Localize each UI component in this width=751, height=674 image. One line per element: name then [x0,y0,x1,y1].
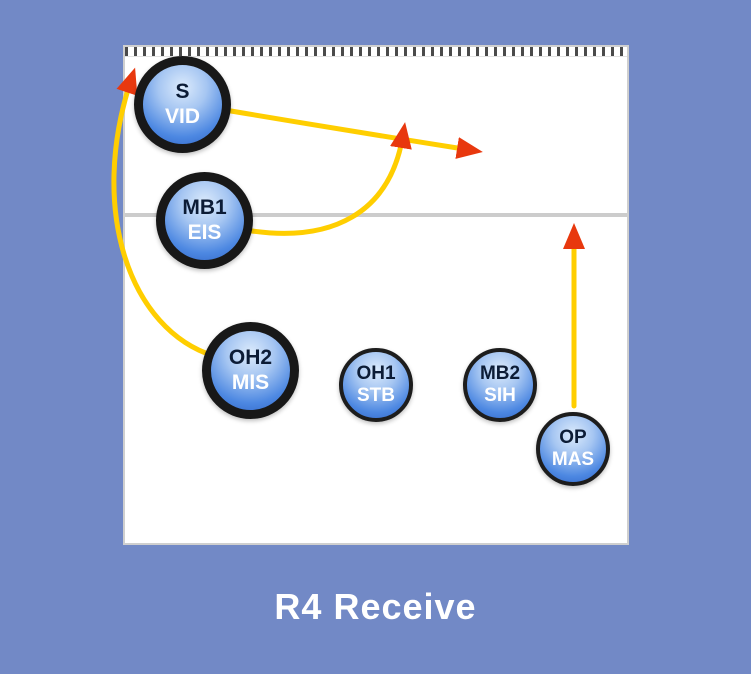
player-name-label: MIS [231,370,270,394]
player-mb2[interactable]: MB2 SIH [463,348,537,422]
player-mb1[interactable]: MB1 EIS [156,172,253,269]
player-role-label: S [175,80,190,104]
player-role-label: OH2 [228,346,273,370]
player-name-label: VID [164,104,200,128]
player-oh2[interactable]: OH2 MIS [202,322,299,419]
player-name-label: EIS [187,220,222,244]
diagram-title: R4 Receive [274,586,477,627]
player-op[interactable]: OP MAS [536,412,610,486]
player-role-label: MB2 [479,363,521,385]
player-s[interactable]: S VID [134,56,231,153]
player-name-label: MAS [551,449,595,470]
player-role-label: OP [559,427,587,449]
player-role-label: MB1 [182,196,227,220]
player-name-label: SIH [484,385,516,406]
net-line [125,47,627,57]
player-oh1[interactable]: OH1 STB [339,348,413,422]
player-role-label: OH1 [356,363,396,385]
player-name-label: STB [357,385,395,406]
